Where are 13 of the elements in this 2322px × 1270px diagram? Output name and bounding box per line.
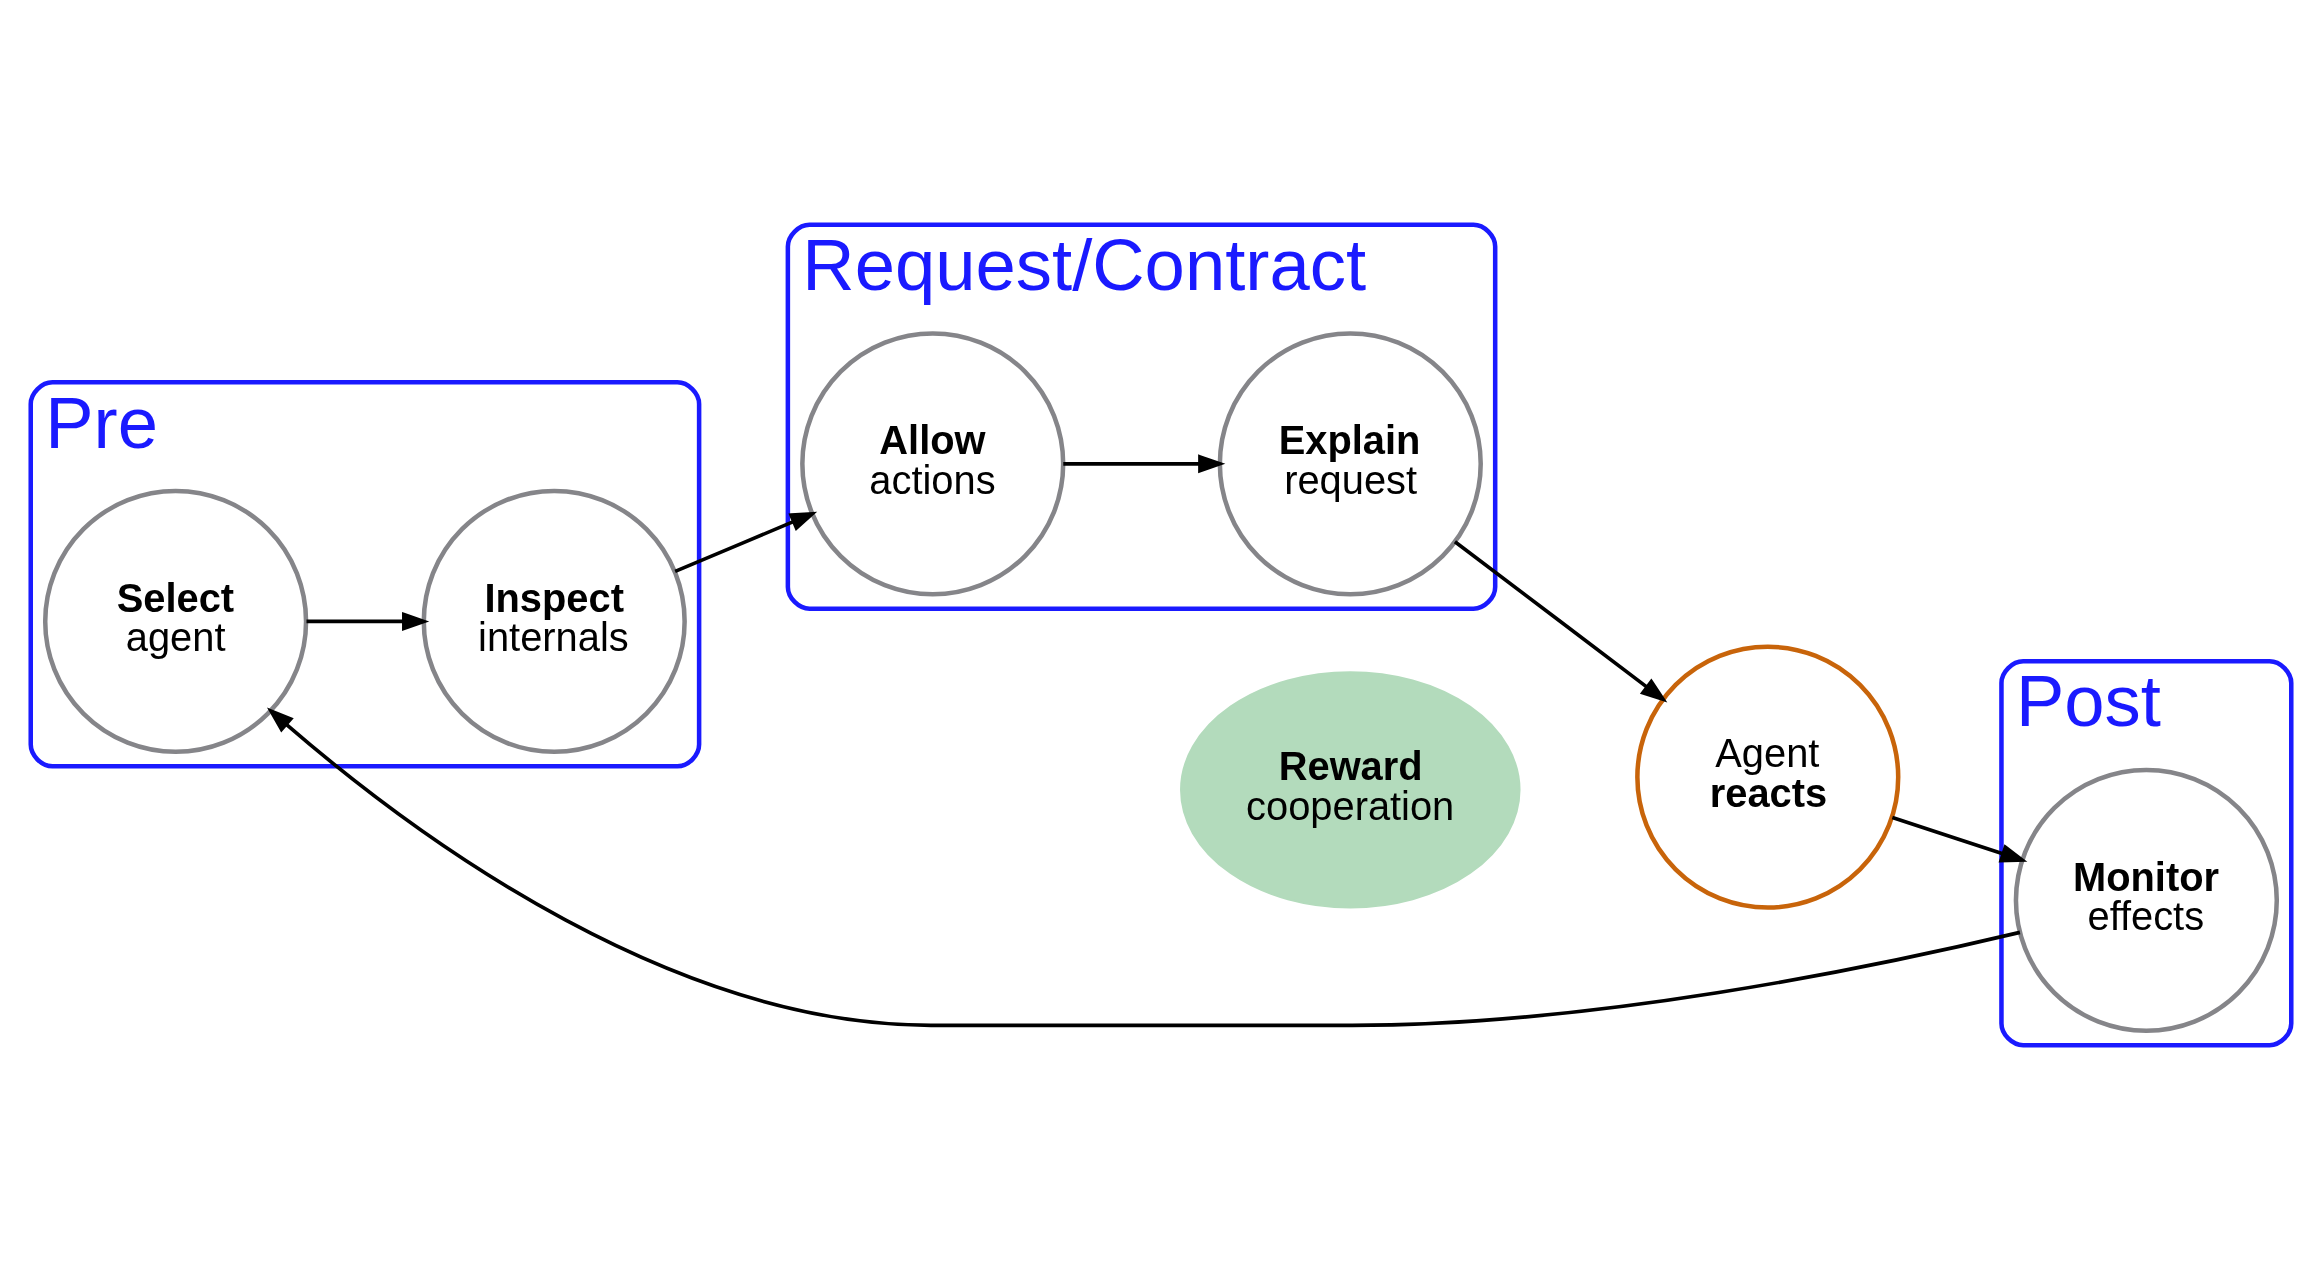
node-ellipse: Reward cooperation <box>1180 671 1521 909</box>
arrow <box>1891 815 2028 863</box>
arrow <box>674 511 818 573</box>
arrow <box>1063 454 1226 474</box>
arrow <box>306 611 430 631</box>
node-circle: Select agent <box>42 488 309 755</box>
arrow <box>1453 540 1668 703</box>
node-circle: Explain request <box>1217 331 1483 597</box>
node-circle: Inspect internals <box>421 488 687 755</box>
node-circle: Agent reacts <box>1635 644 1901 910</box>
arrow <box>266 707 2021 1028</box>
node-circle: Monitor effects <box>2013 767 2280 1034</box>
node-circle: Allow actions <box>800 331 1066 597</box>
